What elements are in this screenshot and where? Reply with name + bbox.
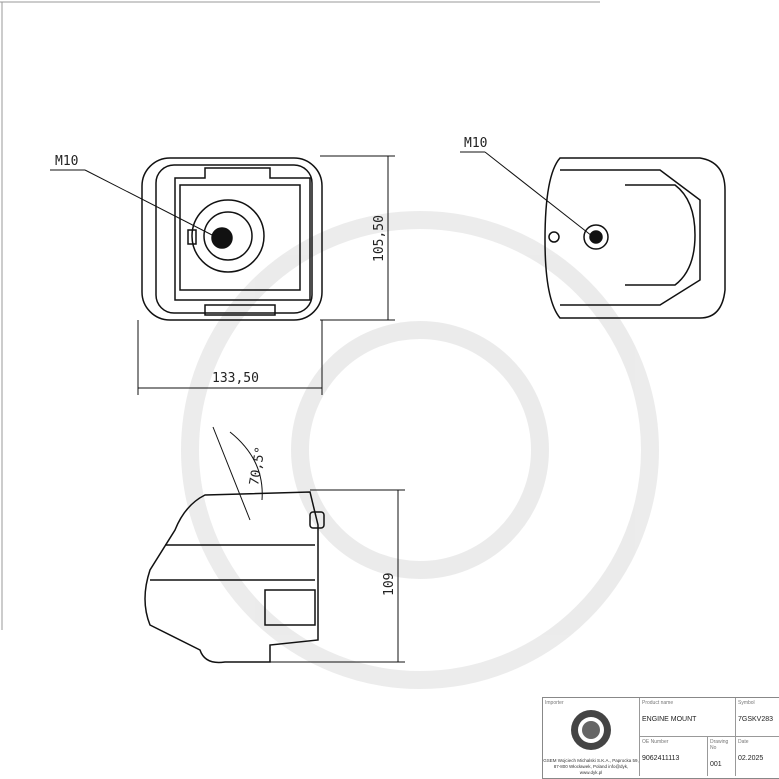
callout-leader-front <box>84 169 215 237</box>
product-name: ENGINE MOUNT <box>642 716 697 723</box>
symbol-cell: Symbol 7GSKV283 <box>735 698 779 737</box>
oe-number: 9062411113 <box>642 755 680 762</box>
watermark-logo <box>181 211 659 689</box>
dim-angle <box>212 426 263 521</box>
date-label: Date <box>738 739 749 745</box>
dim-height-side <box>270 489 405 663</box>
product-name-label: Product name <box>642 700 674 706</box>
callout-leader-side <box>484 151 593 237</box>
importer-label: Importer <box>545 700 564 706</box>
dim-height-top-label: 105,50 <box>372 215 387 262</box>
date-value: 02.2025 <box>738 755 764 762</box>
product-name-cell: Product name ENGINE MOUNT <box>639 698 735 737</box>
company-address: GSEM Wojciech Michalski S.K.A., Paprocka… <box>543 758 639 775</box>
date-cell: Date 02.2025 <box>735 737 779 776</box>
company-logo <box>571 710 611 750</box>
symbol-label: Symbol <box>738 700 755 706</box>
dim-height-side-label: 109 <box>382 573 397 596</box>
title-block: Importer GSEM Wojciech Michalski S.K.A.,… <box>542 697 779 779</box>
front-view <box>141 157 323 321</box>
drawing-no-label: Drawing No <box>710 739 729 751</box>
dim-width-top <box>137 320 323 395</box>
angled-view <box>144 491 325 664</box>
oe-number-cell: OE Number 9062411113 <box>639 737 707 776</box>
oe-number-label: OE Number <box>642 739 669 745</box>
callout-front-thread: M10 <box>55 154 78 169</box>
dim-angle-label: 70,5° <box>247 446 269 487</box>
drawing-no: 001 <box>710 761 722 768</box>
callout-side-thread: M10 <box>464 136 487 151</box>
symbol-value: 7GSKV283 <box>738 716 774 723</box>
drawing-no-cell: Drawing No 001 <box>707 737 735 776</box>
importer-cell: Importer GSEM Wojciech Michalski S.K.A.,… <box>543 698 639 776</box>
side-view <box>544 157 726 319</box>
dim-height-top <box>320 155 395 321</box>
dim-width-top-label: 133,50 <box>212 371 259 386</box>
